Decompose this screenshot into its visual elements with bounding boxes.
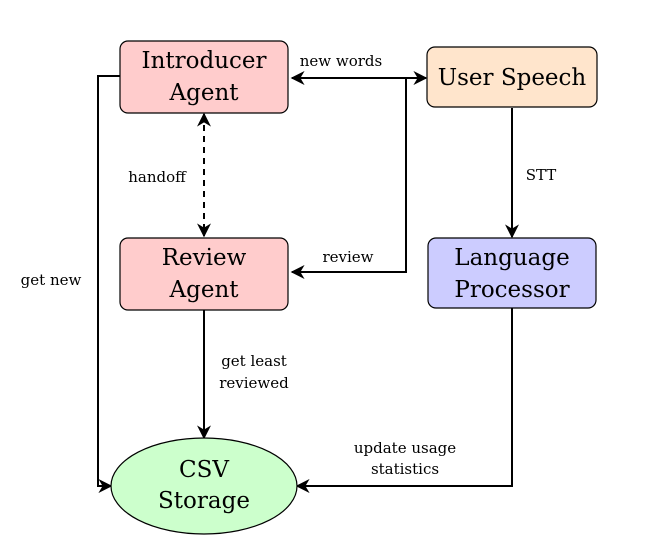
edge-label-new-words: new words <box>300 52 383 70</box>
edge-label-handoff: handoff <box>128 168 187 186</box>
edge-label-get-least-1: get least <box>221 352 287 370</box>
node-user-speech-box <box>426 46 598 108</box>
edge-label-update-usage-2: statistics <box>371 460 439 478</box>
node-language-processor-label-1: Language <box>454 245 569 271</box>
node-introducer-label-1: Introducer <box>141 48 266 74</box>
node-user-speech-label: User Speech <box>438 65 587 91</box>
node-csv-storage-label-2: Storage <box>158 488 250 514</box>
edge-label-get-least-2: reviewed <box>219 374 289 392</box>
node-csv-storage-ellipse <box>110 437 298 535</box>
edge-label-update-usage-1: update usage <box>354 439 456 457</box>
node-user-speech: User Speech <box>426 46 598 108</box>
edge-update-usage <box>295 308 513 493</box>
node-language-processor-label-2: Processor <box>454 277 569 303</box>
node-introducer-agent: Introducer Agent <box>119 40 289 114</box>
node-introducer-agent-box <box>119 40 289 114</box>
node-review-agent: Review Agent <box>119 237 289 311</box>
edge-get-new <box>97 75 120 493</box>
node-csv-storage-label-1: CSV <box>179 457 229 483</box>
edge-review <box>290 78 407 279</box>
node-language-processor-box <box>427 237 597 309</box>
node-csv-storage: CSV Storage <box>110 437 298 535</box>
node-introducer-label-2: Agent <box>169 80 240 106</box>
node-review-agent-box <box>119 237 289 311</box>
node-language-processor: Language Processor <box>427 237 597 309</box>
node-review-label-1: Review <box>162 245 247 271</box>
edges <box>97 71 519 493</box>
edge-label-stt: STT <box>526 166 557 184</box>
node-review-label-2: Agent <box>169 277 240 303</box>
edge-label-get-new: get new <box>21 271 82 289</box>
edge-label-review: review <box>322 248 373 266</box>
